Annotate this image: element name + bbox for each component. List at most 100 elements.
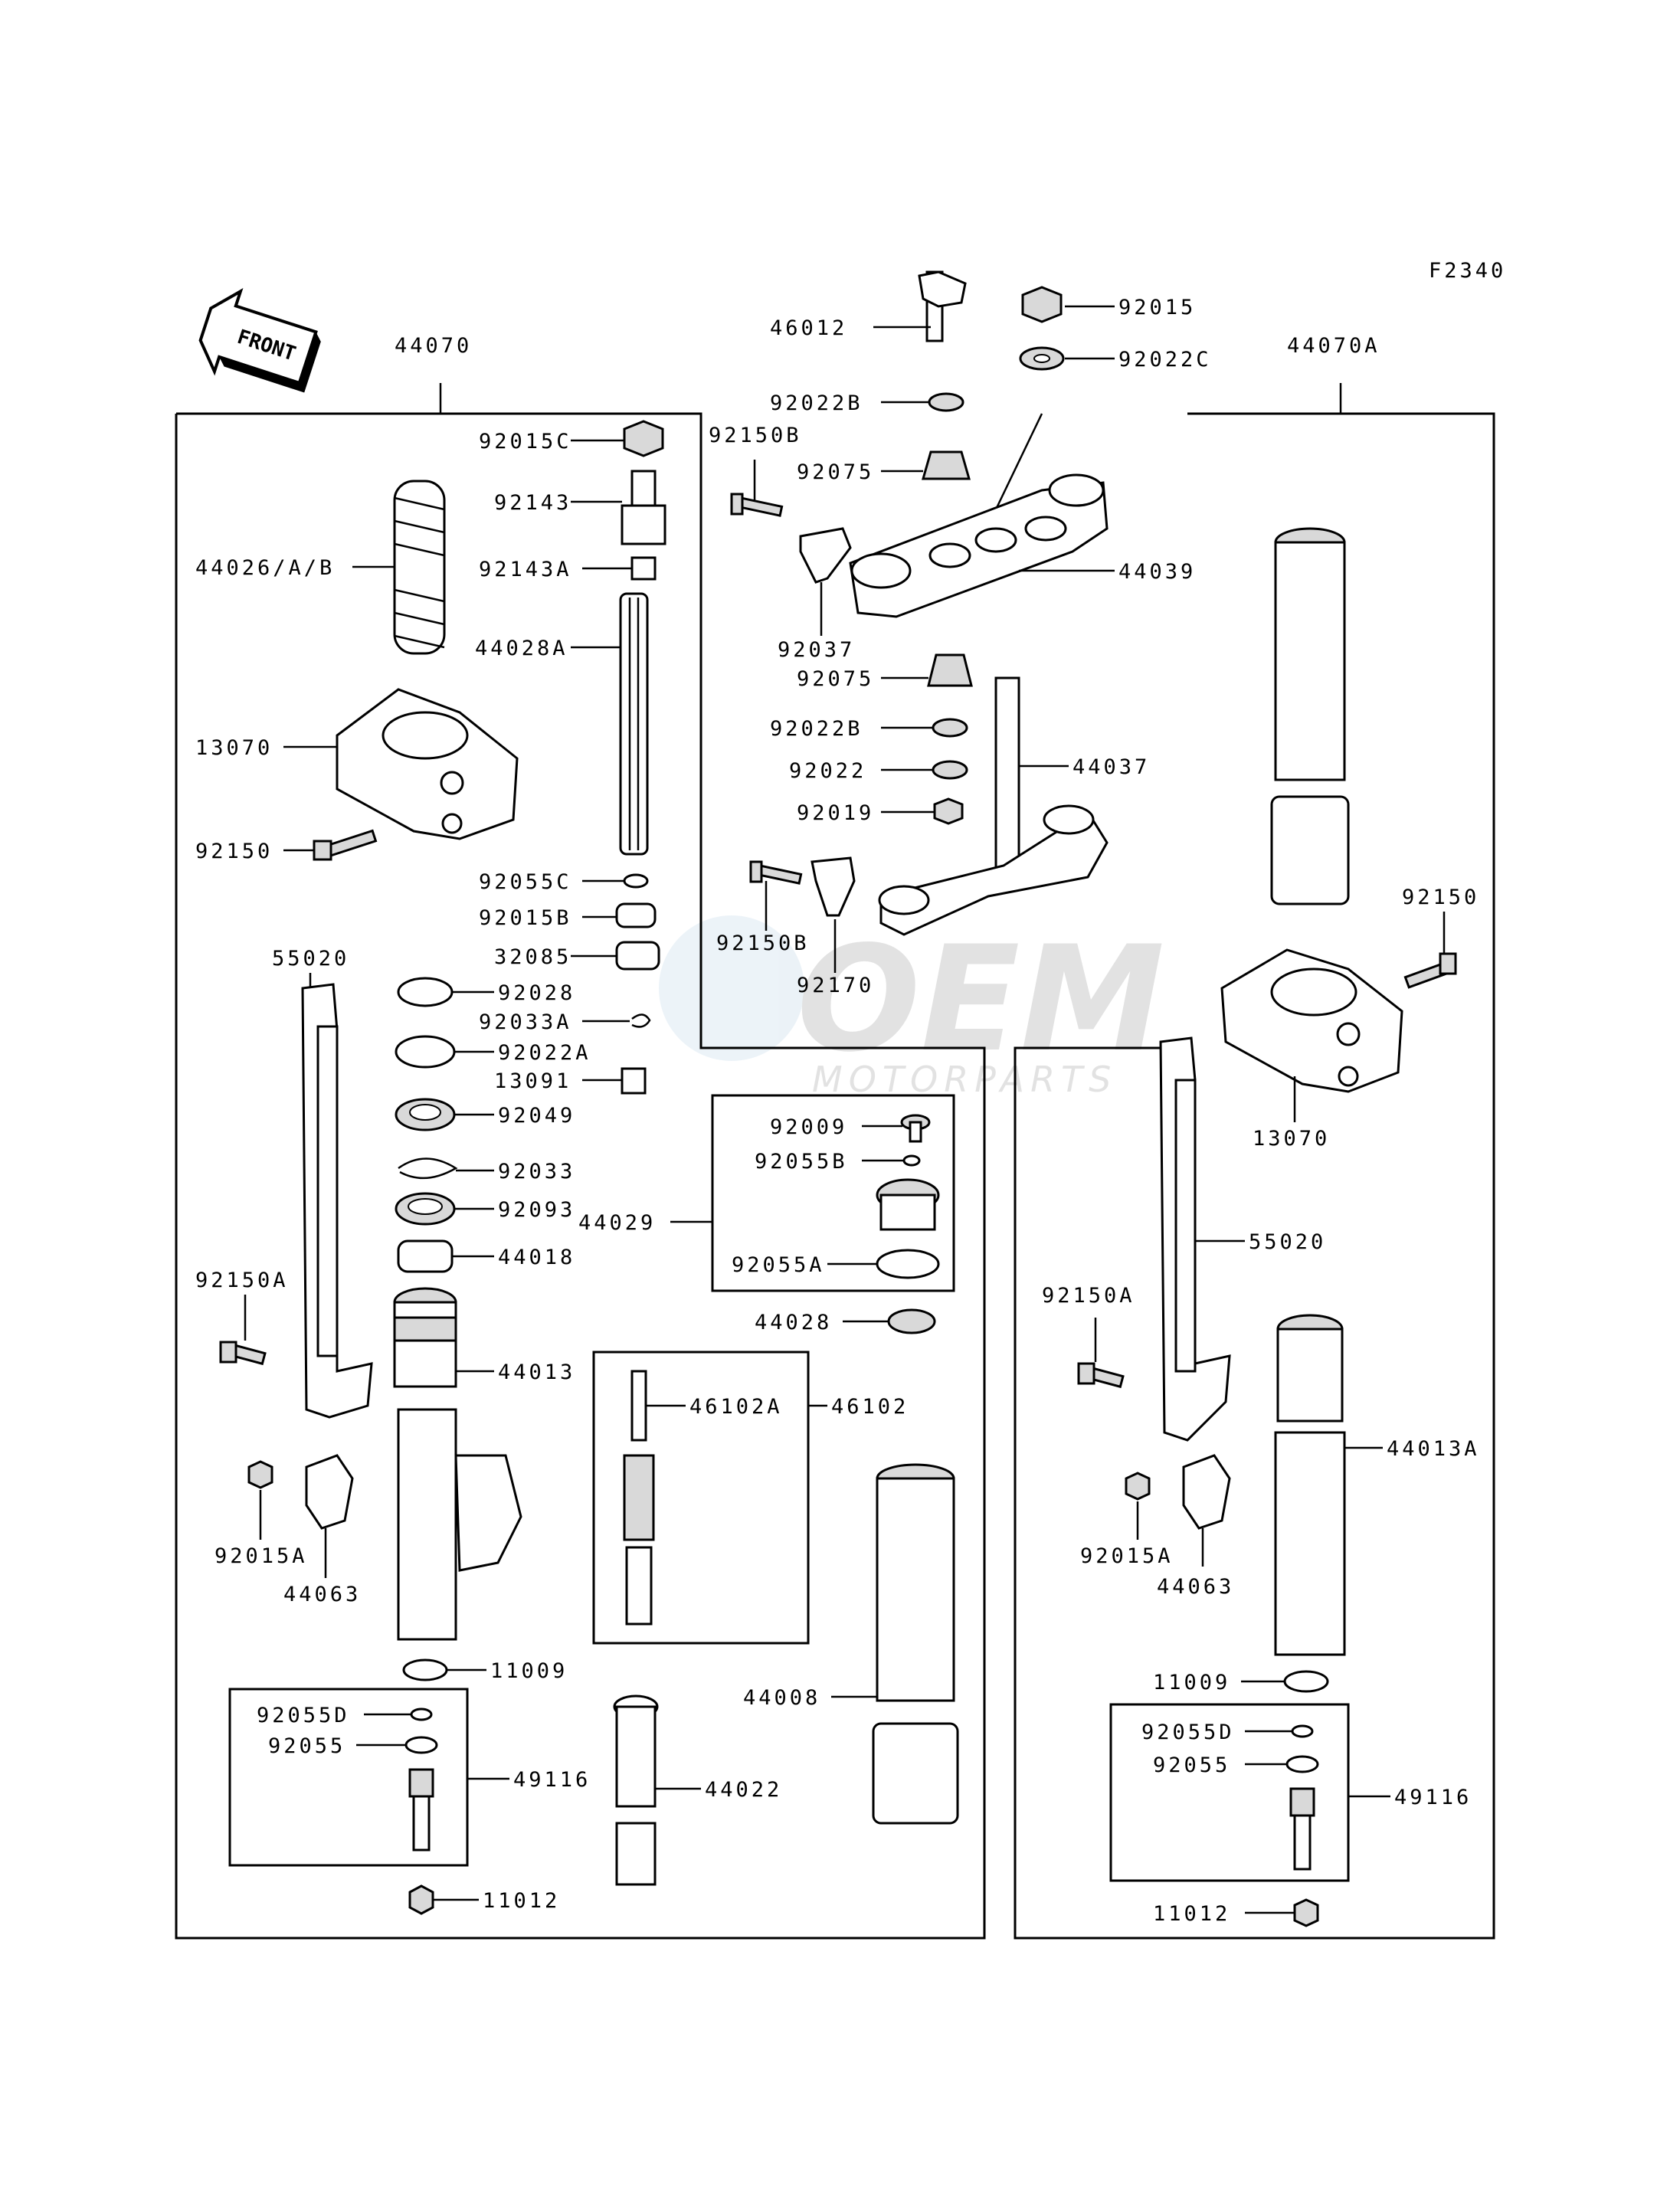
part-92150-left-icon — [313, 829, 378, 861]
label-44013: 44013 — [498, 1360, 575, 1384]
part-92028-icon — [397, 977, 454, 1007]
part-44063-left-icon — [305, 1454, 354, 1530]
label-92022B-top: 92022B — [770, 391, 863, 415]
part-92055-right-icon — [1285, 1755, 1319, 1773]
label-92033: 92033 — [498, 1160, 575, 1184]
part-outer-tube-left-icon — [397, 1408, 522, 1641]
label-46012: 46012 — [770, 316, 847, 340]
label-92028: 92028 — [498, 981, 575, 1005]
part-92015A-right-icon — [1125, 1472, 1151, 1501]
label-92022B-mid: 92022B — [770, 717, 863, 741]
part-32085-icon — [615, 941, 660, 971]
part-92055C-icon — [623, 873, 649, 889]
part-44063-right-icon — [1182, 1454, 1231, 1530]
part-13070-left-icon — [336, 688, 519, 840]
label-92049: 92049 — [498, 1104, 575, 1128]
part-92022-icon — [932, 760, 968, 780]
label-92075-top: 92075 — [797, 460, 874, 484]
drain-right-box — [1109, 1703, 1350, 1882]
label-92150-left: 92150 — [195, 840, 273, 863]
label-92075-mid: 92075 — [797, 667, 874, 691]
assembly-damper-rod: 46102 — [831, 1395, 909, 1419]
part-92055B-icon — [902, 1154, 921, 1167]
label-44039: 44039 — [1118, 560, 1196, 584]
part-fork-cap-icon — [876, 1178, 940, 1231]
figure-code: F2340 — [1429, 259, 1506, 283]
label-44013A: 44013A — [1387, 1437, 1480, 1461]
assembly-drain-right: 49116 — [1394, 1786, 1472, 1809]
part-44028-icon — [887, 1308, 936, 1334]
part-44008-icon — [872, 1463, 959, 1825]
part-92055D-right-icon — [1291, 1724, 1314, 1738]
part-44039-icon — [849, 473, 1109, 618]
part-11012-left-icon — [408, 1884, 434, 1915]
label-92150B-top: 92150B — [709, 424, 802, 447]
label-92055C: 92055C — [479, 870, 572, 894]
assembly-cap: 44029 — [578, 1211, 656, 1235]
label-44063-right: 44063 — [1157, 1575, 1234, 1599]
label-44037: 44037 — [1073, 755, 1150, 779]
label-13070-right: 13070 — [1253, 1127, 1330, 1151]
right-fork-box — [1014, 412, 1495, 1940]
part-92150A-right-icon — [1077, 1362, 1125, 1389]
part-92033A-icon — [631, 1013, 651, 1028]
part-92033-icon — [398, 1157, 458, 1180]
part-92150B-mid-icon — [749, 860, 803, 885]
part-44026-spring-icon — [393, 480, 446, 655]
part-44013A-icon — [1274, 1314, 1346, 1656]
label-92055A: 92055A — [732, 1253, 825, 1277]
label-55020-right: 55020 — [1249, 1230, 1326, 1254]
part-92037-icon — [799, 527, 852, 584]
assembly-right-fork: 44070A — [1287, 334, 1380, 358]
label-13091: 13091 — [494, 1069, 571, 1093]
label-92143A: 92143A — [479, 558, 572, 581]
part-55020-right-icon — [1159, 1036, 1231, 1442]
label-32085: 32085 — [494, 945, 571, 969]
part-92019-icon — [933, 797, 964, 825]
part-92150-right-icon — [1403, 952, 1457, 989]
label-44008: 44008 — [743, 1686, 820, 1710]
label-92015A-right: 92015A — [1080, 1544, 1174, 1568]
part-92055D-left-icon — [410, 1708, 433, 1721]
label-11009-left: 11009 — [490, 1659, 568, 1683]
part-92022B-top-icon — [928, 392, 964, 412]
label-44063-left: 44063 — [283, 1583, 361, 1606]
part-drain-bolt-right-icon — [1289, 1787, 1315, 1871]
part-44018-icon — [397, 1239, 454, 1273]
label-92150B-mid: 92150B — [716, 932, 810, 955]
label-92015A-left: 92015A — [215, 1544, 308, 1568]
watermark-sub: MOTORPARTS — [812, 1059, 1117, 1100]
label-92055B: 92055B — [755, 1150, 848, 1174]
label-44022: 44022 — [705, 1778, 782, 1802]
part-44037-icon — [878, 676, 1109, 936]
label-46102A: 46102A — [689, 1395, 783, 1419]
part-11009-left-icon — [402, 1658, 448, 1681]
part-92022B-mid-icon — [932, 718, 968, 738]
label-92009: 92009 — [770, 1115, 847, 1139]
part-11009-right-icon — [1283, 1670, 1329, 1693]
label-13070-left: 13070 — [195, 736, 273, 760]
label-92033A: 92033A — [479, 1010, 572, 1034]
part-92015C-icon — [623, 420, 664, 457]
label-11009-right: 11009 — [1153, 1671, 1230, 1694]
part-drain-bolt-left-icon — [408, 1768, 434, 1852]
label-55020-left: 55020 — [272, 947, 349, 971]
part-92015A-left-icon — [247, 1460, 273, 1489]
part-92170-icon — [811, 856, 856, 917]
part-44028A-icon — [619, 592, 649, 856]
label-92150-right: 92150 — [1402, 886, 1479, 909]
label-92015: 92015 — [1118, 296, 1196, 319]
cap-assembly-box — [711, 1094, 955, 1292]
label-92170: 92170 — [797, 974, 874, 997]
left-fork-box — [175, 412, 986, 1940]
label-44018: 44018 — [498, 1246, 575, 1269]
label-92015B: 92015B — [479, 906, 572, 930]
part-11012-right-icon — [1293, 1898, 1319, 1927]
part-92009-icon — [900, 1114, 931, 1143]
label-92037: 92037 — [778, 638, 855, 662]
part-13070-right-icon — [1220, 948, 1403, 1093]
damper-rod-box — [592, 1351, 810, 1645]
part-92015B-icon — [615, 902, 657, 928]
label-92022: 92022 — [789, 759, 866, 783]
